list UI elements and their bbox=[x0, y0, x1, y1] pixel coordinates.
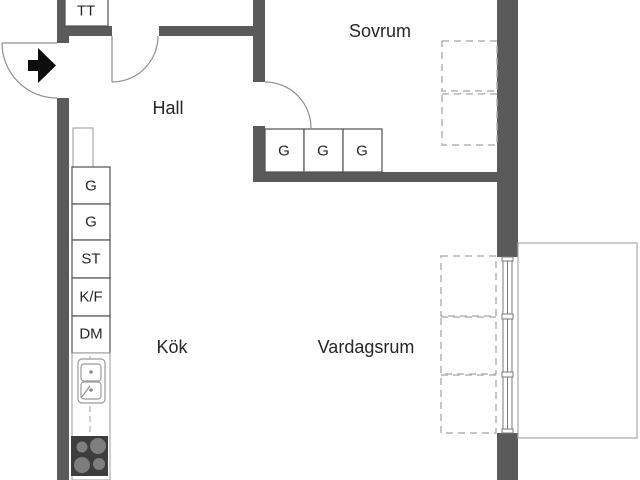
wall-right-top bbox=[497, 0, 518, 257]
sink bbox=[77, 358, 106, 404]
bedroom-dashed-furniture bbox=[441, 40, 498, 146]
sink-faucet bbox=[80, 385, 91, 399]
balcony bbox=[517, 242, 638, 439]
dashed-box bbox=[440, 316, 497, 375]
dryer-box bbox=[64, 0, 109, 27]
burner-icon bbox=[90, 438, 106, 454]
room-label-hall: Hall bbox=[152, 98, 184, 118]
window-mullion bbox=[501, 313, 514, 320]
wardrobe-box-2 bbox=[303, 128, 344, 173]
window-mullion bbox=[501, 256, 514, 262]
burner-icon bbox=[74, 457, 90, 473]
bedroom-door-arc bbox=[264, 81, 312, 129]
burner-icon bbox=[93, 458, 105, 470]
window bbox=[501, 256, 514, 434]
sink-drain-top bbox=[89, 370, 93, 374]
entrance-door bbox=[1, 42, 58, 99]
wall-bedroom-living bbox=[253, 172, 498, 182]
wall-hall-bedroom-upper bbox=[253, 0, 265, 82]
room-label-living-room: Vardagsrum bbox=[317, 337, 415, 357]
cabinet-label-dm: DM bbox=[79, 325, 103, 343]
room-label-bedroom: Sovrum bbox=[348, 21, 412, 41]
wardrobe-label-2: G bbox=[317, 142, 329, 160]
kitchen-shelf-box bbox=[72, 127, 94, 168]
dashed-box bbox=[441, 40, 498, 92]
wardrobe-label-3: G bbox=[356, 142, 368, 160]
cabinet-label-kf: K/F bbox=[79, 288, 103, 306]
livingroom-dashed-furniture bbox=[440, 255, 497, 434]
burner-icon bbox=[76, 441, 88, 453]
dryer-label: TT bbox=[76, 2, 96, 20]
wardrobe-label-1: G bbox=[278, 142, 290, 160]
walls bbox=[57, 0, 518, 480]
entrance-door-arc bbox=[1, 42, 58, 99]
entry-arrow-icon bbox=[28, 48, 56, 83]
stove bbox=[71, 436, 108, 476]
dashed-box bbox=[440, 374, 497, 434]
window-mullion bbox=[501, 428, 514, 434]
laundry-door-arc bbox=[111, 35, 159, 83]
wardrobe-box-3 bbox=[342, 128, 383, 173]
sink-drain-bottom bbox=[89, 388, 93, 392]
cabinet-label-g1: G bbox=[85, 177, 97, 195]
room-label-kitchen: Kök bbox=[156, 337, 188, 357]
wall-right-bottom bbox=[497, 433, 518, 480]
wall-laundry-bottom bbox=[57, 26, 112, 36]
hall-wardrobes bbox=[264, 128, 383, 173]
dashed-box bbox=[441, 93, 498, 146]
wall-hall-top bbox=[159, 26, 265, 36]
window-mullion bbox=[501, 371, 514, 378]
bedroom-door bbox=[264, 81, 312, 129]
dashed-box bbox=[440, 255, 497, 317]
laundry-room-door bbox=[111, 35, 159, 83]
cabinet-label-st: ST bbox=[81, 250, 101, 268]
wall-left-main bbox=[57, 98, 69, 480]
wall-hall-bedroom-stub bbox=[253, 126, 265, 182]
cabinet-label-g2: G bbox=[85, 213, 97, 231]
